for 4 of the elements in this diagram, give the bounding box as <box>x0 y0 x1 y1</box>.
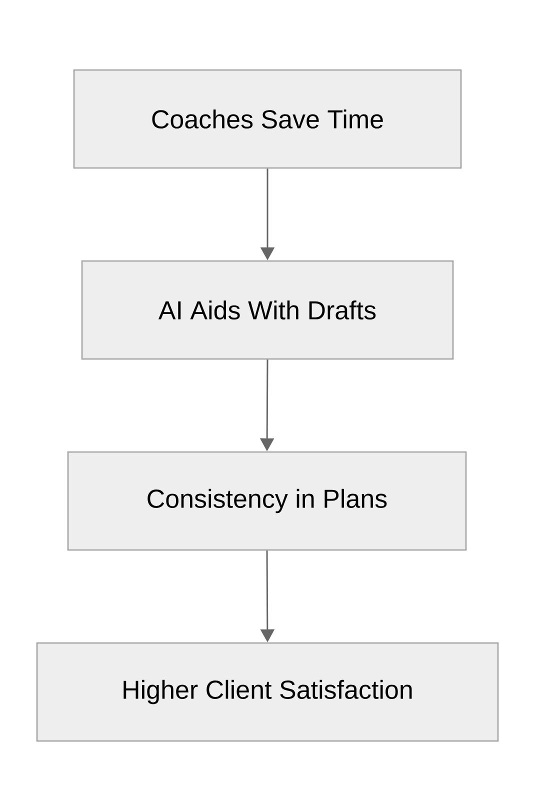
process-box: Consistency in Plans <box>67 451 467 551</box>
process-box: AI Aids With Drafts <box>81 260 454 360</box>
process-box: Higher Client Satisfaction <box>36 642 499 742</box>
process-box: Coaches Save Time <box>73 69 462 169</box>
